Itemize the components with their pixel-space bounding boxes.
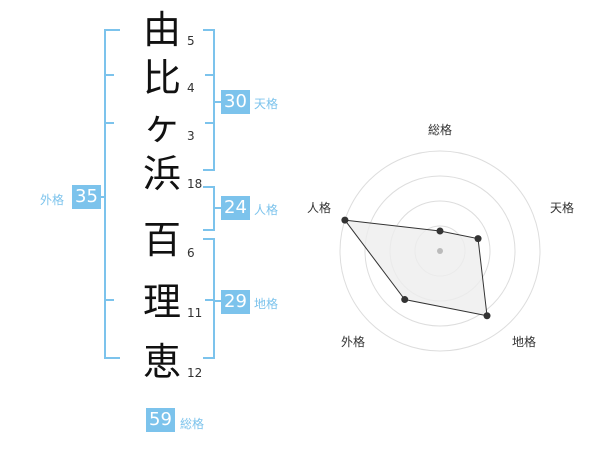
name-char-3: ヶ [142, 104, 181, 148]
soukaku-badge: 59 [146, 408, 175, 432]
radar-axis-label-chikaku: 地格 [512, 334, 536, 349]
gaikaku-label: 外格 [40, 193, 65, 207]
name-char-5: 百 [142, 218, 181, 262]
radar-axis-label-soukaku: 総格 [428, 122, 452, 137]
name-char-2: 比 [142, 56, 181, 100]
radar-point [436, 227, 444, 235]
radar-grid-ring [364, 175, 516, 327]
radar-axis-label-tenkaku: 天格 [550, 200, 574, 215]
name-char-7: 恵 [142, 340, 181, 384]
stroke-count-2: 4 [187, 81, 195, 95]
radar-point [474, 235, 482, 243]
chikaku-badge: 29 [221, 290, 250, 314]
radar-axis-label-jinkaku: 人格 [307, 200, 331, 215]
tenkaku-badge: 30 [221, 90, 250, 114]
radar-area [343, 219, 488, 317]
stroke-count-1: 5 [187, 34, 195, 48]
tenkaku-label: 天格 [254, 97, 279, 111]
radar-point [401, 296, 409, 304]
stroke-count-4: 18 [187, 177, 203, 191]
radar-center-dot [437, 248, 443, 254]
stroke-count-7: 12 [187, 366, 203, 380]
gaikaku-badge: 35 [72, 185, 101, 209]
radar-axis-label-gaikaku: 外格 [341, 334, 365, 349]
stroke-count-6: 11 [187, 306, 203, 320]
chikaku-label: 地格 [254, 297, 279, 311]
stroke-count-5: 6 [187, 246, 195, 260]
radar-points [341, 216, 491, 320]
radar-point [483, 312, 491, 320]
soukaku-label: 総格 [180, 417, 205, 431]
stroke-count-3: 3 [187, 129, 195, 143]
name-char-1: 由 [142, 8, 181, 52]
name-char-4: 浜 [142, 152, 181, 196]
radar-point [341, 216, 349, 224]
name-char-6: 理 [142, 280, 181, 324]
radar-grid-ring [339, 150, 541, 352]
jinkaku-label: 人格 [254, 203, 279, 217]
jinkaku-badge: 24 [221, 196, 250, 220]
